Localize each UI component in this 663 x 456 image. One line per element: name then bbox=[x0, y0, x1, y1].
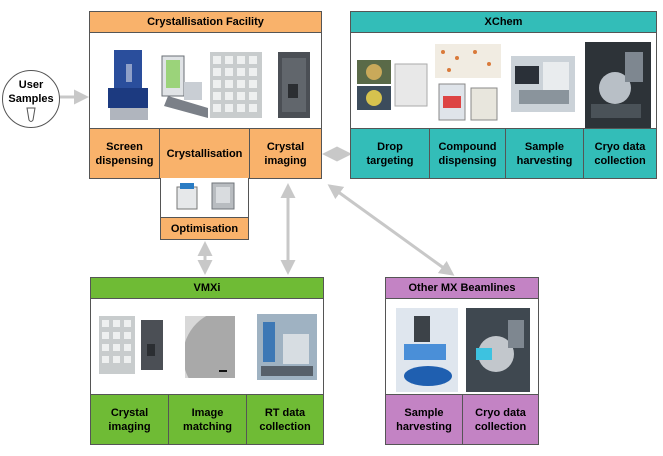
user-samples-node: User Samples bbox=[2, 70, 60, 128]
crystallisation-facility-title: Crystallisation Facility bbox=[90, 12, 321, 33]
user-samples-label: User Samples bbox=[8, 79, 54, 105]
step-sample-harvesting: Sample harvesting bbox=[505, 128, 583, 178]
step-cryo-data-collection: Cryo data collection bbox=[583, 128, 656, 178]
other-mx-box: Other MX Beamlines Sample harvesting Cry… bbox=[385, 277, 539, 445]
cryo-data-collection-image bbox=[585, 42, 651, 128]
optimisation-box: Optimisation bbox=[160, 178, 249, 240]
arrow-facility-other-mx bbox=[327, 184, 455, 276]
xchem-title: XChem bbox=[351, 12, 656, 33]
compound-dispensing-image bbox=[435, 44, 501, 121]
crystallisation-facility-box: Crystallisation Facility Screen dispensi… bbox=[89, 11, 322, 179]
step-optimisation: Optimisation bbox=[161, 217, 248, 239]
step-rt-data-collection: RT data collection bbox=[246, 394, 323, 444]
step-screen-dispensing: Screen dispensing bbox=[90, 128, 159, 178]
step-drop-targeting: Drop targeting bbox=[351, 128, 429, 178]
imager-image bbox=[278, 52, 310, 118]
screen-dispensing-robot-image bbox=[108, 50, 148, 120]
rt-data-collection-image bbox=[257, 314, 317, 380]
step-image-matching: Image matching bbox=[168, 394, 246, 444]
vmxi-plate-imager-image bbox=[99, 316, 163, 374]
optimisation-instrument-image bbox=[176, 183, 198, 210]
other-mx-harvesting-image bbox=[396, 308, 458, 392]
step-crystal-imaging: Crystal imaging bbox=[249, 128, 321, 178]
crystallisation-robot-image bbox=[161, 55, 208, 118]
step-compound-dispensing: Compound dispensing bbox=[429, 128, 505, 178]
step-crystallisation: Crystallisation bbox=[159, 128, 249, 178]
optimisation-plate-image bbox=[211, 182, 235, 210]
step-vmxi-crystal-imaging: Crystal imaging bbox=[91, 394, 168, 444]
xchem-box: XChem Drop targeting Compound dispensing… bbox=[350, 11, 657, 179]
plate-image bbox=[210, 52, 262, 118]
image-matching-image bbox=[185, 316, 235, 378]
other-mx-cryo-image bbox=[466, 308, 530, 392]
vmxi-title: VMXi bbox=[91, 278, 323, 299]
other-mx-title: Other MX Beamlines bbox=[386, 278, 538, 299]
sample-tube-icon bbox=[26, 107, 36, 122]
step-other-mx-cryo-data-collection: Cryo data collection bbox=[462, 394, 538, 444]
vmxi-box: VMXi Crystal imaging Image matching RT d… bbox=[90, 277, 324, 445]
sample-harvesting-image bbox=[511, 56, 575, 112]
drop-targeting-image bbox=[357, 60, 428, 110]
step-other-mx-sample-harvesting: Sample harvesting bbox=[386, 394, 462, 444]
